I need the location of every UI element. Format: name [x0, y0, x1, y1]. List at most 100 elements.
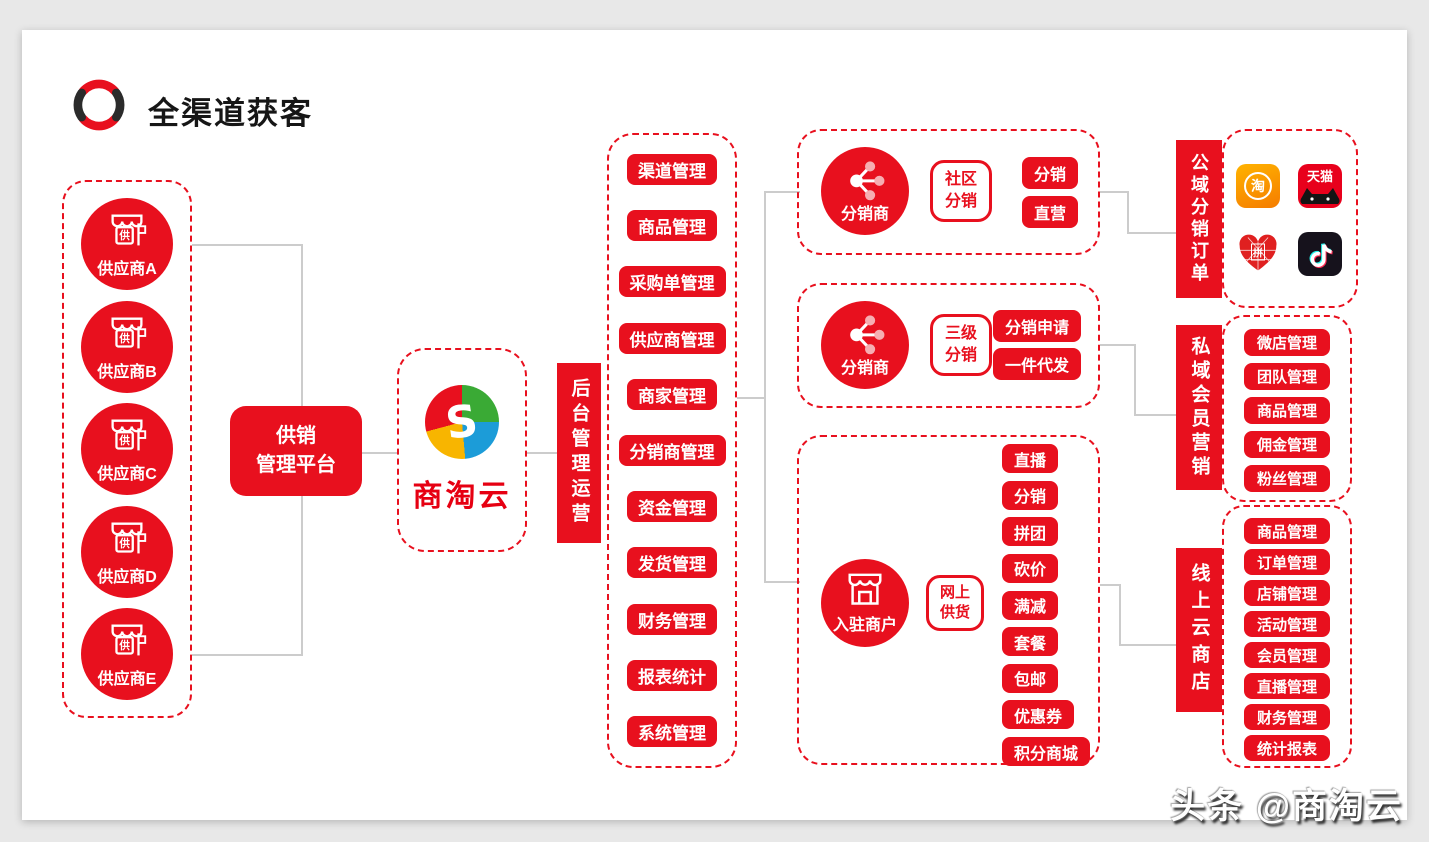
connector-line [764, 581, 800, 583]
storefront-icon: 供 [111, 317, 147, 348]
taobao-icon: 淘 [1236, 164, 1280, 208]
feature-button: 一件代发 [993, 348, 1082, 380]
pinduoduo-icon: 拼 [1236, 232, 1280, 276]
feature-button: 分销 [1002, 480, 1059, 510]
admin-module-button: 采购单管理 [618, 266, 726, 298]
share-network-icon [850, 315, 885, 355]
merchant-feature-buttons: 直播分销拼团砍价满减套餐包邮优惠券积分商城 [1002, 444, 1091, 766]
admin-module-button: 财务管理 [627, 603, 717, 635]
supplier-node: 供 供应商A [81, 198, 173, 290]
feature-button: 直营 [1022, 196, 1079, 228]
feature-button: 商品管理 [1243, 518, 1330, 544]
admin-module-button: 报表统计 [627, 659, 717, 691]
brand-name: 商淘云 [412, 480, 512, 513]
suppliers-group: 供 供应商A 供 供应商B [62, 180, 192, 718]
storefront-icon: 供 [111, 419, 147, 451]
distributor-node: 分销商 [821, 301, 909, 389]
feature-button: 商品管理 [1243, 397, 1330, 424]
feature-button: 分销 [1022, 157, 1079, 189]
connector-line [1100, 191, 1128, 193]
merchant-group: 直播分销拼团砍价满减套餐包邮优惠券积分商城 [797, 435, 1100, 766]
online-store-group: 商品管理订单管理店铺管理活动管理会员管理直播管理财务管理统计报表 [1222, 505, 1352, 768]
online-supply-tag: 网上 供货 [926, 575, 984, 631]
admin-module-button: 系统管理 [627, 715, 717, 747]
public-domain-apps-group [1222, 129, 1358, 308]
supplier-node: 供 供应商D [81, 505, 173, 598]
feature-button: 直播 [1002, 444, 1059, 473]
supplier-node: 供 供应商E [81, 608, 173, 700]
svg-text:供: 供 [118, 229, 130, 242]
connector-line [192, 244, 302, 246]
feature-button: 统计报表 [1243, 735, 1330, 761]
connector-line [527, 452, 557, 454]
feature-button: 套餐 [1002, 627, 1059, 657]
feature-button: 团队管理 [1243, 363, 1330, 390]
connector-line [1119, 644, 1176, 646]
private-domain-buttons: 微店管理团队管理商品管理佣金管理粉丝管理 [1224, 329, 1350, 492]
merchant-label: 入驻商户 [832, 617, 897, 634]
connector-line [1127, 232, 1176, 234]
feature-button: 店铺管理 [1243, 580, 1330, 606]
feature-button: 微店管理 [1243, 329, 1330, 356]
brand-logo-icon: S [425, 385, 499, 459]
connector-line [1134, 344, 1136, 416]
admin-module-button: 发货管理 [627, 547, 717, 579]
connector-line [1100, 584, 1121, 586]
storefront-icon: 供 [111, 624, 147, 656]
connector-line [1134, 414, 1176, 416]
platform-label-line2: 管理平台 [256, 454, 336, 476]
feature-button: 优惠券 [1002, 700, 1075, 730]
three-level-distribution-group [797, 283, 1100, 408]
distributor-node: 分销商 [821, 147, 909, 235]
storefront-icon [848, 573, 882, 605]
connector-line [192, 654, 302, 656]
supplier-label: 供应商A [97, 261, 157, 278]
community-tag: 社区 分销 [930, 160, 992, 222]
merchant-node: 入驻商户 [821, 559, 909, 647]
watermark-text: 头条 @商淘云 [1170, 787, 1403, 826]
admin-modules-group: 渠道管理 商品管理 采购单管理 供应商管理 商家管理 分销商管理 资金管理 发货… [607, 133, 737, 768]
admin-module-button: 商品管理 [627, 210, 717, 242]
storefront-icon: 供 [111, 522, 147, 553]
connector-line [361, 452, 397, 454]
supplier-label: 供应商B [97, 363, 157, 381]
connector-line [764, 191, 766, 583]
supply-platform-box: 供销 管理平台 [230, 406, 362, 496]
feature-button: 活动管理 [1243, 611, 1330, 637]
connector-line [764, 191, 800, 193]
three-level-buttons: 分销申请一件代发 [993, 310, 1082, 380]
feature-button: 积分商城 [1002, 737, 1091, 766]
feature-button: 分销申请 [993, 310, 1082, 342]
page-title: 全渠道获客 [148, 96, 313, 131]
svg-text:供: 供 [118, 537, 130, 550]
connector-line [737, 397, 765, 399]
connector-line [1100, 344, 1136, 346]
storefront-icon: 供 [111, 214, 147, 246]
connector-line [1127, 191, 1129, 234]
feature-button: 直播管理 [1243, 673, 1330, 699]
company-logo-icon [68, 74, 130, 136]
supplier-label: 供应商E [97, 671, 157, 688]
brand-box: S 商淘云 [397, 348, 527, 552]
admin-module-button: 供应商管理 [618, 322, 726, 354]
supplier-node: 供 供应商B [81, 300, 173, 393]
share-network-icon [850, 161, 885, 201]
supplier-node: 供 供应商C [81, 403, 173, 495]
svg-text:供: 供 [118, 434, 130, 447]
private-domain-bar: 私域会员营销 [1176, 325, 1222, 490]
tmall-icon: 天猫 [1298, 164, 1342, 208]
douyin-icon [1298, 232, 1342, 276]
community-distribution-group [797, 129, 1100, 255]
feature-button: 包邮 [1002, 663, 1059, 693]
platform-label-line1: 供销 [276, 425, 316, 447]
community-buttons: 分销直营 [1022, 157, 1079, 228]
distributor-label: 分销商 [840, 360, 889, 377]
admin-module-button: 分销商管理 [618, 434, 726, 466]
online-store-buttons: 商品管理订单管理店铺管理活动管理会员管理直播管理财务管理统计报表 [1224, 518, 1350, 761]
backend-operations-bar: 后台管理运营 [557, 363, 601, 543]
feature-button: 粉丝管理 [1243, 465, 1330, 492]
feature-button: 会员管理 [1243, 642, 1330, 668]
distributor-label: 分销商 [840, 206, 889, 223]
connector-line [1119, 584, 1121, 646]
